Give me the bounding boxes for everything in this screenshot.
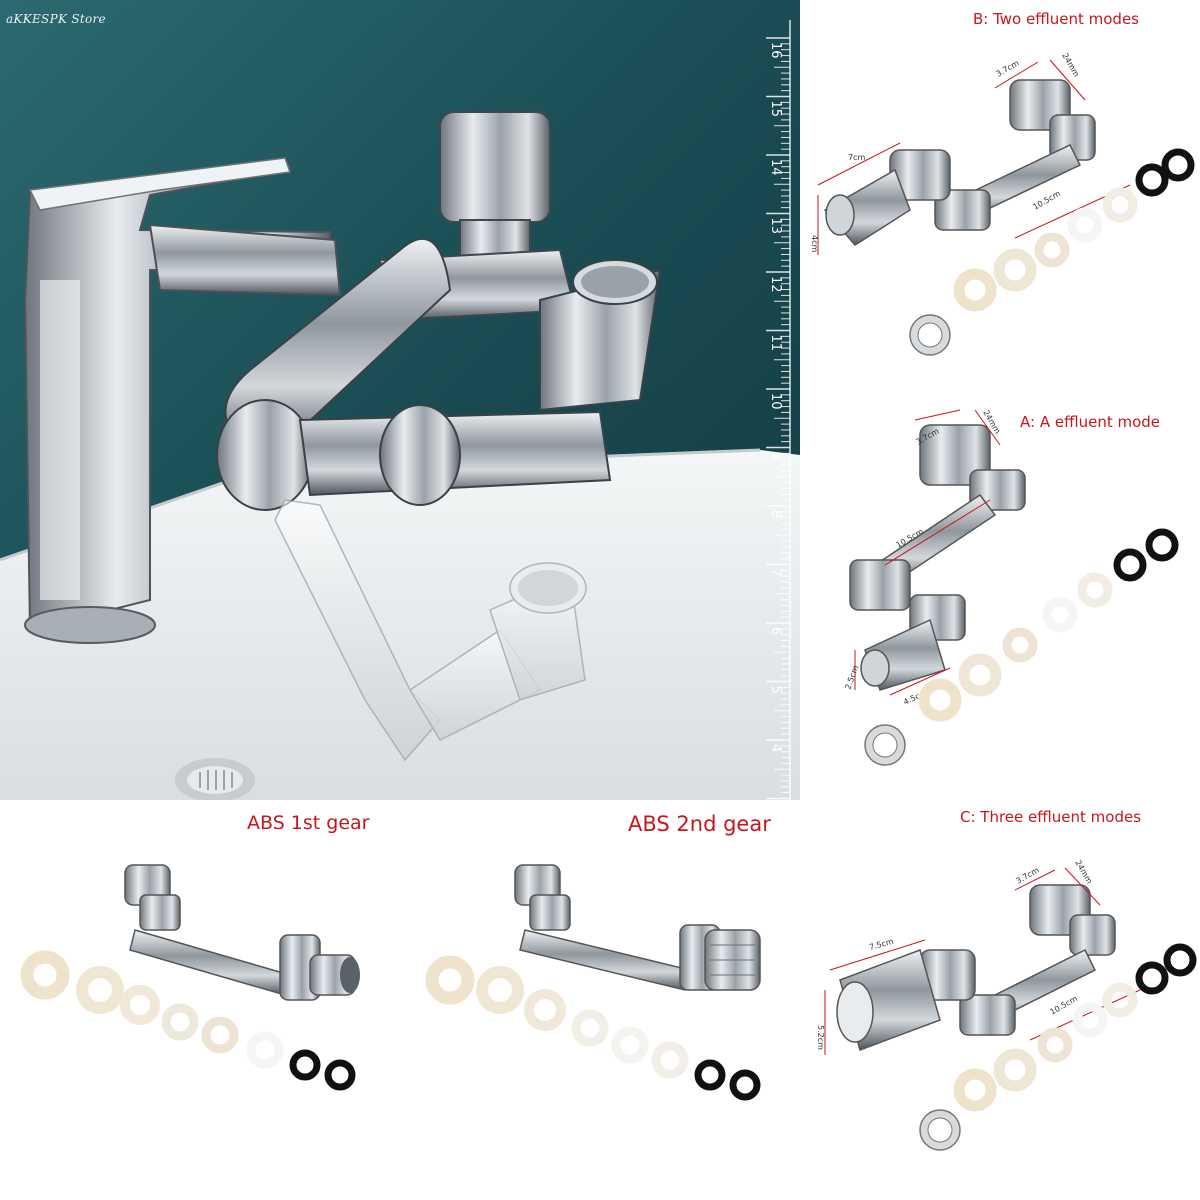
caption-three-effluent-modes: C: Three effluent modes <box>960 808 1142 826</box>
dim-width-label: 3.7cm <box>1015 865 1041 885</box>
faucet-scene: 161514131211109876543 <box>0 0 800 800</box>
caption-two-effluent-modes: B: Two effluent modes <box>973 10 1139 28</box>
two-mode-aerator-diagram: 3.7cm 24mm 7cm 10.5cm 4cm <box>810 52 1195 356</box>
ruler-scale: 161514131211109876543 <box>766 20 791 800</box>
dim-length-label: 7.5cm <box>868 937 895 952</box>
panel-abs-1st-gear: ABS 1st gear <box>0 800 400 1200</box>
three-mode-aerator-diagram: 3.7cm 24mm 7.5cm 10.5cm 5.2cm <box>816 859 1197 1151</box>
caption-one-effluent-mode: A: A effluent mode <box>1020 413 1161 431</box>
ruler-label: 14 <box>768 159 783 176</box>
washer-set <box>425 955 761 1101</box>
ruler-label: 16 <box>768 42 783 59</box>
ruler-label: 5 <box>768 686 783 694</box>
washer-set <box>919 943 1197 1151</box>
ruler-label: 12 <box>768 276 783 293</box>
caption-abs-1st-gear: ABS 1st gear <box>247 812 370 834</box>
dim-diameter-label: 4cm <box>810 235 819 252</box>
abs-2nd-gear-product <box>425 864 761 1101</box>
ruler-label: 10 <box>768 393 783 410</box>
store-watermark: aKKESPK Store <box>6 12 106 26</box>
ghost-arm-position <box>274 499 587 762</box>
main-product-photo: 161514131211109876543 <box>0 0 800 800</box>
ruler-label: 6 <box>768 627 783 635</box>
dim-arm-label: 10.5cm <box>1032 189 1063 212</box>
dim-diameter-label: 2.5cm <box>843 664 860 691</box>
caption-abs-2nd-gear: ABS 2nd gear <box>628 812 771 836</box>
ruler-label: 13 <box>768 218 783 235</box>
ruler-label: 8 <box>768 510 783 518</box>
one-mode-aerator-diagram: 3.7cm 24mm 10.5cm 2.5cm 4.5cm <box>843 409 1179 766</box>
dim-thread-label: 24mm <box>1060 52 1081 79</box>
washer-set <box>909 148 1195 356</box>
dim-width-label: 3.7cm <box>995 58 1021 78</box>
ruler-label: 15 <box>768 101 783 118</box>
ruler-label: 7 <box>768 569 783 577</box>
dim-thread-label: 24mm <box>1073 859 1094 886</box>
rotating-arm <box>216 111 662 511</box>
panel-one-effluent-mode: A: A effluent mode 3.7cm 24mm 10.5cm 2.5… <box>800 400 1200 800</box>
dim-length-label: 7cm <box>848 153 865 162</box>
panel-three-effluent-modes: C: Three effluent modes 3.7cm 24mm 7.5cm… <box>800 800 1200 1200</box>
washer-set <box>20 950 356 1091</box>
panel-two-effluent-modes: B: Two effluent modes 3.7cm 24mm 7cm 10.… <box>800 0 1200 400</box>
panel-abs-2nd-gear: ABS 2nd gear <box>400 800 800 1200</box>
abs-1st-gear-product <box>20 864 360 1091</box>
washer-set <box>864 528 1179 766</box>
ruler-label: 11 <box>768 335 783 352</box>
ruler-label: 9 <box>768 452 783 460</box>
ruler-label: 4 <box>768 744 783 752</box>
dim-diameter-label: 5.2cm <box>816 1025 825 1050</box>
